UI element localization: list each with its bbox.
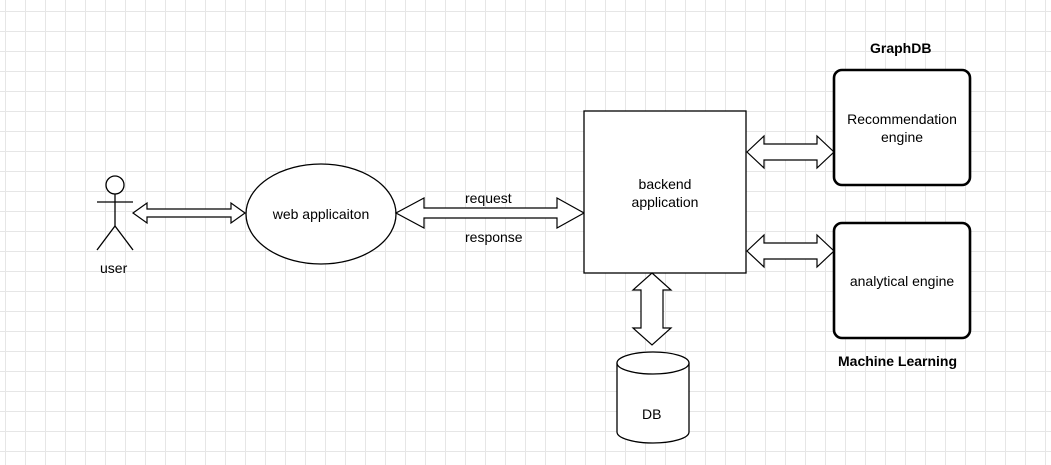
recommendation-engine-label: Recommendation engine xyxy=(834,70,970,185)
machine-learning-group-label: Machine Learning xyxy=(838,353,958,369)
analytical-engine-node[interactable] xyxy=(832,221,972,340)
database-node[interactable] xyxy=(616,351,690,444)
db-label: DB xyxy=(642,406,662,422)
recommendation-label-line1: Recommendation xyxy=(847,110,957,127)
analytical-engine-label: analytical engine xyxy=(849,272,955,289)
graphdb-group-label: GraphDB xyxy=(870,40,932,56)
user-label: user xyxy=(100,260,128,276)
backend-analytical-arrow[interactable] xyxy=(746,233,835,269)
backend-label-line1: backend xyxy=(638,176,692,192)
user-webapp-arrow[interactable] xyxy=(131,201,247,225)
response-label: response xyxy=(465,229,523,245)
web-application-label: web applicaiton xyxy=(272,206,370,222)
backend-recommendation-arrow[interactable] xyxy=(746,134,835,170)
backend-application-node[interactable] xyxy=(583,110,747,274)
web-application-node[interactable] xyxy=(245,163,397,265)
recommendation-label-line2: engine xyxy=(880,128,924,145)
request-label: request xyxy=(465,190,512,206)
backend-label-line2: application xyxy=(631,194,699,210)
backend-db-arrow[interactable] xyxy=(631,272,673,346)
backend-application-label: backend application xyxy=(584,148,746,238)
user-actor-icon[interactable] xyxy=(96,175,134,251)
recommendation-engine-node[interactable] xyxy=(832,68,972,187)
